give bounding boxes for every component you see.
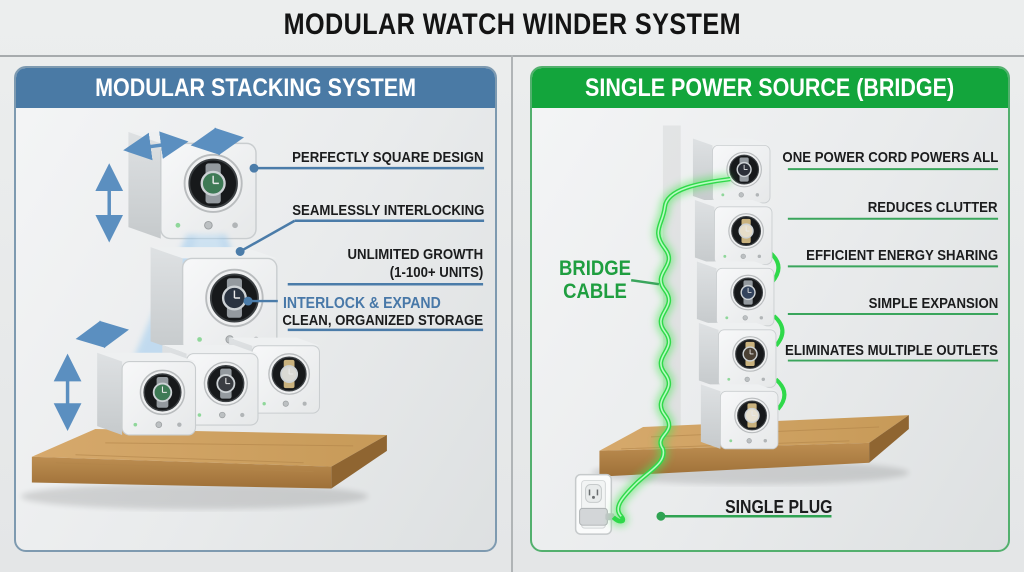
annotation-clutter: REDUCES CLUTTER bbox=[868, 199, 998, 216]
annotation-energy: EFFICIENT ENERGY SHARING bbox=[806, 247, 998, 264]
annotation-interlock-expand: INTERLOCK & EXPAND bbox=[283, 295, 441, 312]
connector-dot bbox=[243, 296, 253, 306]
connector-dot bbox=[235, 247, 245, 256]
page-title: MODULAR WATCH WINDER SYSTEM bbox=[0, 8, 1024, 42]
annotation-power-all: ONE POWER CORD POWERS ALL bbox=[782, 149, 998, 166]
watch-winder-cube bbox=[700, 383, 779, 450]
bridge-illustration bbox=[574, 125, 999, 535]
page-title-text: MODULAR WATCH WINDER SYSTEM bbox=[283, 8, 741, 41]
bridge-cable-label-line2: CABLE bbox=[563, 280, 627, 303]
power-plug bbox=[579, 507, 608, 526]
annotation-square: PERFECTLY SQUARE DESIGN bbox=[292, 149, 484, 166]
single-plug-label: SINGLE PLUG bbox=[725, 497, 833, 517]
left-panel-header: MODULAR STACKING SYSTEM bbox=[16, 68, 495, 108]
watch-winder-cube bbox=[694, 199, 773, 266]
watch-winder-cube bbox=[696, 260, 775, 327]
wooden-shelf bbox=[20, 428, 387, 510]
annotation-outlets: ELIMINATES MULTIPLE OUTLETS bbox=[785, 342, 998, 359]
annotation-growth-line1: UNLIMITED GROWTH bbox=[347, 246, 483, 263]
bridge-cable-label: BRIDGE CABLE bbox=[543, 257, 647, 303]
annotation-connectors bbox=[235, 163, 485, 332]
connector-dot bbox=[656, 511, 666, 521]
left-panel: MODULAR STACKING SYSTEM bbox=[14, 66, 497, 552]
bridge-cable-label-line1: BRIDGE bbox=[559, 257, 631, 280]
right-panel-header: SINGLE POWER SOURCE (BRIDGE) bbox=[532, 68, 1008, 108]
connector-dot bbox=[249, 163, 259, 173]
bridge-cable-pointer bbox=[630, 279, 660, 286]
left-panel-header-text: MODULAR STACKING SYSTEM bbox=[95, 73, 416, 102]
expansion-arrows-icon bbox=[53, 127, 245, 431]
right-panel-header-text: SINGLE POWER SOURCE (BRIDGE) bbox=[585, 73, 955, 102]
watch-winder-cube bbox=[96, 351, 197, 436]
annotation-interlocking: SEAMLESSLY INTERLOCKING bbox=[291, 202, 484, 219]
stacking-illustration bbox=[20, 127, 485, 510]
right-panel: SINGLE POWER SOURCE (BRIDGE) bbox=[530, 66, 1010, 552]
wall-outlet bbox=[574, 473, 615, 535]
vertical-divider bbox=[511, 55, 513, 572]
annotation-expansion: SIMPLE EXPANSION bbox=[868, 295, 998, 312]
annotation-connectors bbox=[630, 168, 999, 518]
watch-winder-cube bbox=[698, 322, 777, 389]
annotation-storage: CLEAN, ORGANIZED STORAGE bbox=[282, 312, 483, 329]
watch-winder-cube bbox=[692, 137, 771, 204]
bridge-cable bbox=[609, 174, 731, 527]
annotation-growth-line2: (1-100+ UNITS) bbox=[389, 264, 483, 281]
